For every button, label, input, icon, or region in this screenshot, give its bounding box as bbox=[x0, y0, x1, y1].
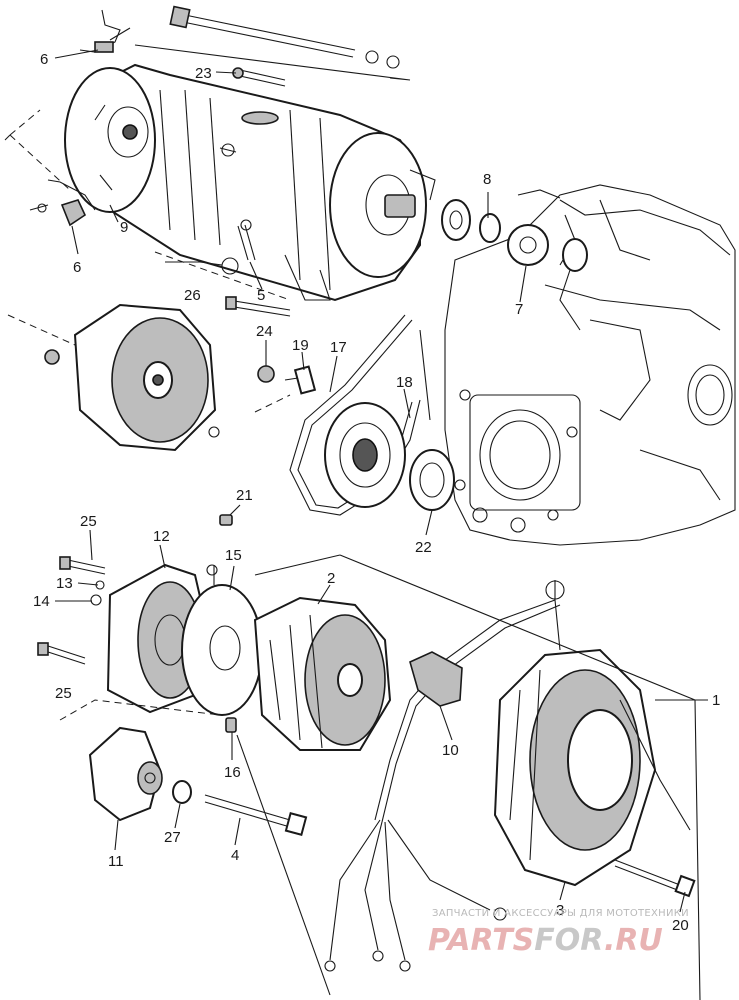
grommet-10 bbox=[409, 651, 463, 707]
nut-19 bbox=[257, 365, 317, 395]
crankcase-housing bbox=[444, 184, 736, 546]
brush-terminal-bottom bbox=[29, 179, 96, 227]
label-26: 26 bbox=[184, 287, 201, 304]
watermark-logo: PARTSFOR.RU bbox=[428, 923, 663, 958]
cable-26 bbox=[165, 257, 239, 275]
label-10: 10 bbox=[442, 742, 459, 759]
label-3: 3 bbox=[556, 902, 564, 919]
through-bolt bbox=[169, 5, 400, 69]
label-24: 24 bbox=[256, 323, 273, 340]
label-13: 13 bbox=[56, 575, 73, 592]
label-25-top: 25 bbox=[80, 513, 97, 530]
seal-8 bbox=[441, 199, 501, 243]
label-12: 12 bbox=[153, 528, 170, 545]
screw-25-top bbox=[59, 556, 106, 575]
label-22: 22 bbox=[415, 539, 432, 556]
label-21: 21 bbox=[236, 487, 253, 504]
label-7: 7 bbox=[515, 301, 523, 318]
label-23: 23 bbox=[195, 65, 212, 82]
sprocket-7 bbox=[507, 189, 588, 331]
screw-25-bottom bbox=[37, 642, 86, 665]
starter-motor bbox=[64, 63, 436, 302]
label-16: 16 bbox=[224, 764, 241, 781]
gear-2 bbox=[253, 596, 392, 751]
label-9: 9 bbox=[120, 219, 128, 236]
label-2: 2 bbox=[327, 570, 335, 587]
label-15: 15 bbox=[225, 547, 242, 564]
watermark-logo-gray: FOR bbox=[534, 923, 604, 958]
brush-terminal-top bbox=[79, 9, 131, 53]
cover-11 bbox=[88, 726, 163, 822]
watermark-logo-red: PARTS bbox=[428, 923, 534, 958]
bearing-22 bbox=[409, 449, 455, 511]
stator-assembly bbox=[493, 580, 657, 887]
bolt-5 bbox=[237, 219, 256, 261]
label-5: 5 bbox=[257, 287, 265, 304]
bolt-20 bbox=[614, 859, 696, 898]
washer-27 bbox=[172, 780, 192, 804]
label-8: 8 bbox=[483, 171, 491, 188]
bolt-23 bbox=[232, 67, 286, 87]
label-27: 27 bbox=[164, 829, 181, 846]
label-20: 20 bbox=[672, 917, 689, 934]
label-1: 1 bbox=[712, 692, 720, 709]
sprocket-18 bbox=[324, 402, 406, 508]
label-11: 11 bbox=[108, 853, 124, 870]
screw-21 bbox=[219, 514, 233, 526]
key-16 bbox=[225, 717, 237, 733]
label-6-top: 6 bbox=[40, 51, 48, 68]
watermark-tagline: ЗАПЧАСТИ И АКСЕССУАРЫ ДЛЯ МОТОТЕХНИКИ bbox=[432, 908, 689, 919]
bolt-4 bbox=[204, 794, 308, 836]
watermark: ЗАПЧАСТИ И АКСЕССУАРЫ ДЛЯ МОТОТЕХНИКИ PA… bbox=[428, 908, 689, 958]
watermark-logo-domain: .RU bbox=[604, 923, 663, 958]
flywheel-rotor bbox=[44, 303, 220, 452]
bolt-24 bbox=[225, 296, 291, 317]
label-25-bottom: 25 bbox=[55, 685, 72, 702]
label-4: 4 bbox=[231, 847, 239, 864]
label-19: 19 bbox=[292, 337, 309, 354]
label-6-bottom: 6 bbox=[73, 259, 81, 276]
label-18: 18 bbox=[396, 374, 413, 391]
label-17: 17 bbox=[330, 339, 347, 356]
label-14: 14 bbox=[33, 593, 50, 610]
